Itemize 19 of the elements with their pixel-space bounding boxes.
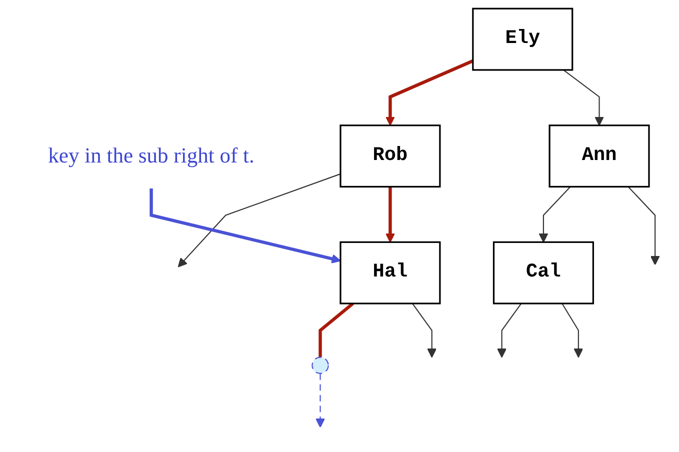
node-box: Cal (492, 241, 594, 304)
node-box: Hal (340, 241, 441, 304)
arrow (150, 188, 341, 264)
connector (318, 302, 354, 358)
arrow (385, 186, 395, 243)
arrow (538, 186, 571, 243)
arrow (316, 373, 325, 428)
arrow (178, 173, 341, 268)
arrow (412, 303, 437, 358)
node-text: key in the sub right of t. (48, 144, 254, 168)
node-box: Ely (472, 8, 574, 71)
arrow (563, 70, 604, 126)
node-circle (312, 356, 329, 374)
arrow (628, 186, 660, 266)
arrow (562, 303, 584, 358)
node-box: Ann (548, 124, 650, 188)
arrow (497, 303, 522, 358)
arrow (385, 59, 474, 126)
node-box: Rob (340, 124, 441, 188)
